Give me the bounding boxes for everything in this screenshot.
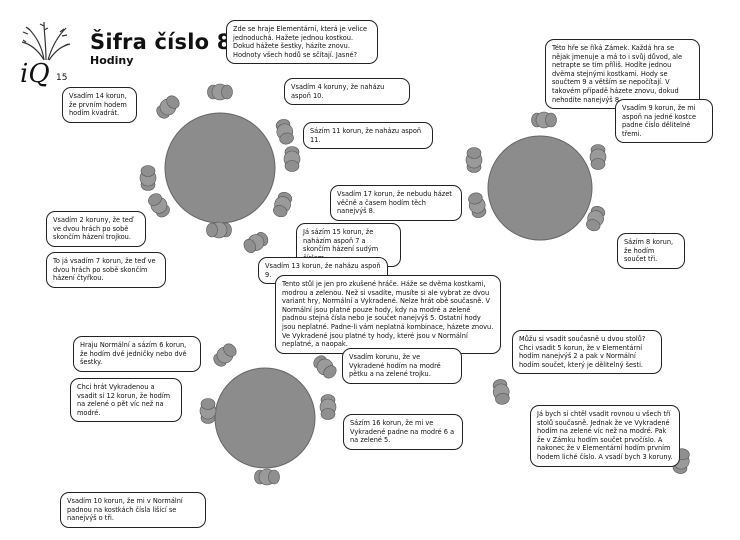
bubble-elementary-rules: Zde se hraje Elementární, která je velic… — [226, 20, 378, 65]
bubble-bet-3-three-tables: Já bych si chtěl vsadit rovnou u všech t… — [530, 405, 680, 467]
bubble-bet-17: Vsadím 17 korun, že nebudu házet věčně a… — [330, 185, 462, 221]
table-elementary — [164, 112, 276, 224]
page-title: Šifra číslo 8 — [90, 30, 232, 54]
page-subtitle: Hodiny — [90, 54, 134, 67]
bubble-bet-2: Vsadím 2 koruny, že teď ve dvou hrách po… — [46, 211, 146, 247]
bubble-bet-10: Vsadím 10 korun, že mi v Normální padnou… — [60, 492, 206, 528]
bubble-bet-1: Vsadím korunu, že ve Vykradené hodím na … — [342, 348, 462, 384]
bubble-bet-12: Chci hrát Vykradenou a vsadit si 12 koru… — [70, 378, 182, 423]
logo-letters: iQ — [20, 59, 50, 89]
bubble-bet-6: Hraju Normální a sázím 6 korun, že hodím… — [73, 336, 201, 372]
bubble-bet-4: Vsadím 4 koruny, že naházu aspoň 10. — [284, 78, 410, 106]
bubble-bet-8: Sázím 8 korun, že hodím součet tři. — [617, 233, 685, 269]
bubble-bet-16: Sázím 16 korun, že mi ve Vykradené padne… — [343, 414, 463, 450]
logo-year: 15 — [56, 73, 67, 83]
bubble-experienced-rules: Tento stůl je jen pro zkušené hráče. Háž… — [275, 275, 501, 354]
bubble-bet-11: Sázím 11 korun, že naházu aspoň 11. — [303, 122, 433, 150]
bubble-bet-5-two-tables: Můžu si vsadit současně u dvou stolů? Ch… — [512, 330, 662, 375]
table-experienced — [214, 367, 316, 469]
bubble-bet-7: To já vsadím 7 korun, že teď ve dvou hrá… — [46, 252, 166, 288]
bubble-castle-rules: Této hře se říká Zámek. Každá hra se něj… — [545, 39, 700, 110]
bubble-bet-9: Vsadím 9 korun, že mi aspoň na jedné kos… — [615, 99, 713, 144]
bubble-bet-14: Vsadím 14 korun, že prvním hodem hodím k… — [62, 87, 137, 123]
table-castle — [487, 135, 593, 241]
iq-logo-icon: iQ 15 — [20, 21, 71, 89]
